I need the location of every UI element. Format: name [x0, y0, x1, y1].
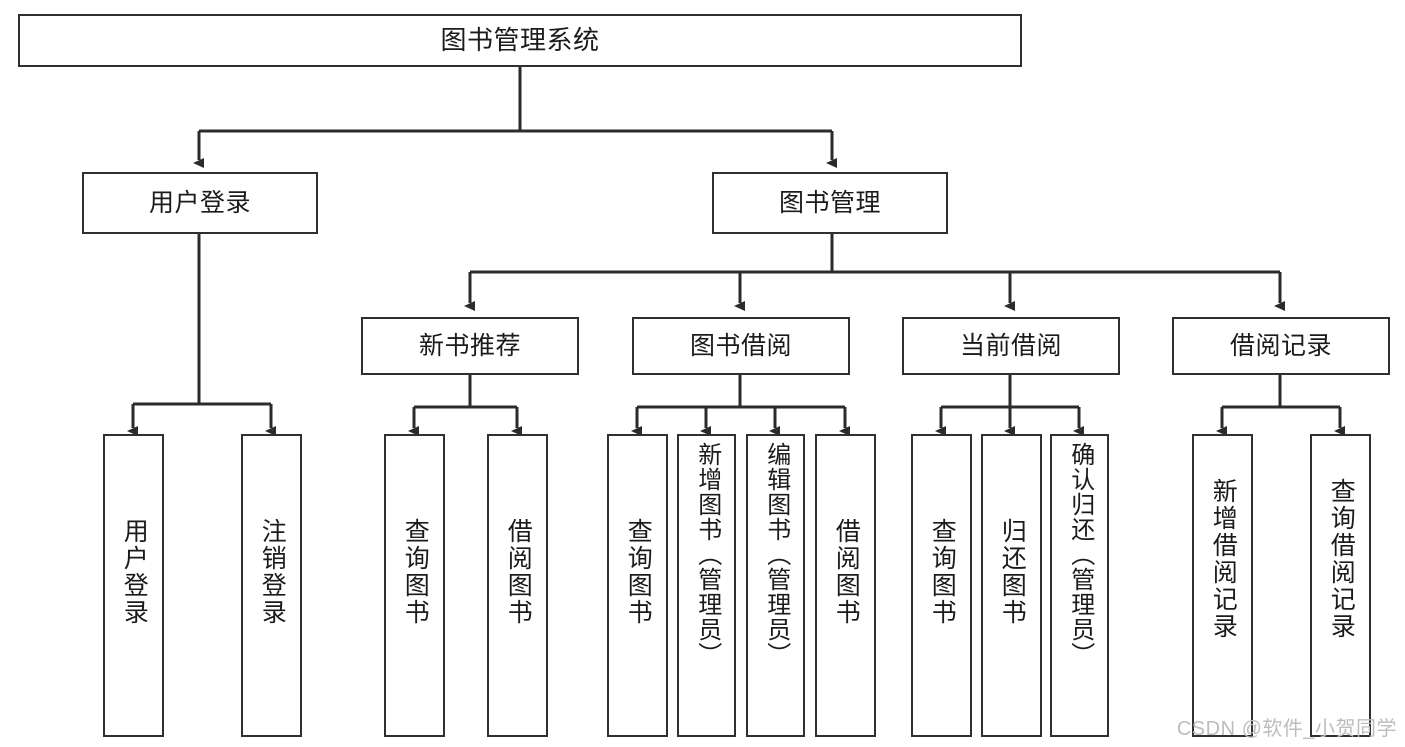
node-leaf-return-book[interactable]: 归还图书: [981, 434, 1042, 737]
node-book-manage[interactable]: 图书管理: [712, 172, 948, 234]
node-leaf-user-login[interactable]: 用户登录: [103, 434, 164, 737]
node-label: 新增借阅记录: [1209, 478, 1238, 640]
node-leaf-add-book[interactable]: 新增图书（管理员）: [677, 434, 736, 737]
node-label: 归还图书: [998, 518, 1027, 626]
node-label: 图书管理: [778, 188, 881, 217]
node-label: 确认归还（管理员）: [1066, 442, 1094, 667]
node-leaf-confirm-return[interactable]: 确认归还（管理员）: [1050, 434, 1109, 737]
node-label: 编辑图书（管理员）: [762, 442, 790, 667]
node-label: 借阅记录: [1229, 331, 1332, 360]
node-leaf-query-book-1[interactable]: 查询图书: [384, 434, 445, 737]
node-label: 查询图书: [624, 518, 653, 626]
node-label: 当前借阅: [959, 331, 1062, 360]
node-label: 图书管理系统: [440, 24, 600, 55]
node-label: 用户登录: [148, 188, 251, 217]
node-leaf-query-book-2[interactable]: 查询图书: [607, 434, 668, 737]
node-label: 新书推荐: [418, 331, 521, 360]
node-book-borrow[interactable]: 图书借阅: [632, 317, 850, 375]
node-label: 新增图书（管理员）: [693, 442, 721, 667]
node-leaf-logout-login[interactable]: 注销登录: [241, 434, 302, 737]
node-leaf-borrow-book-1[interactable]: 借阅图书: [487, 434, 548, 737]
node-label: 图书借阅: [689, 331, 792, 360]
node-user-login[interactable]: 用户登录: [82, 172, 318, 234]
node-book-management-system[interactable]: 图书管理系统: [18, 14, 1022, 67]
node-borrow-record[interactable]: 借阅记录: [1172, 317, 1390, 375]
node-label: 借阅图书: [832, 518, 861, 626]
node-label: 用户登录: [120, 518, 149, 626]
node-label: 借阅图书: [504, 518, 533, 626]
node-label: 注销登录: [258, 518, 287, 626]
node-leaf-query-book-3[interactable]: 查询图书: [911, 434, 972, 737]
node-label: 查询图书: [401, 518, 430, 626]
node-leaf-borrow-book-2[interactable]: 借阅图书: [815, 434, 876, 737]
node-leaf-edit-book[interactable]: 编辑图书（管理员）: [746, 434, 805, 737]
node-label: 查询图书: [928, 518, 957, 626]
csdn-watermark: CSDN @软件_小贺同学: [1176, 718, 1397, 740]
node-new-book-recommend[interactable]: 新书推荐: [361, 317, 579, 375]
node-leaf-add-record[interactable]: 新增借阅记录: [1192, 434, 1253, 737]
node-label: 查询借阅记录: [1327, 478, 1356, 640]
node-current-borrow[interactable]: 当前借阅: [902, 317, 1120, 375]
node-leaf-query-record[interactable]: 查询借阅记录: [1310, 434, 1371, 737]
